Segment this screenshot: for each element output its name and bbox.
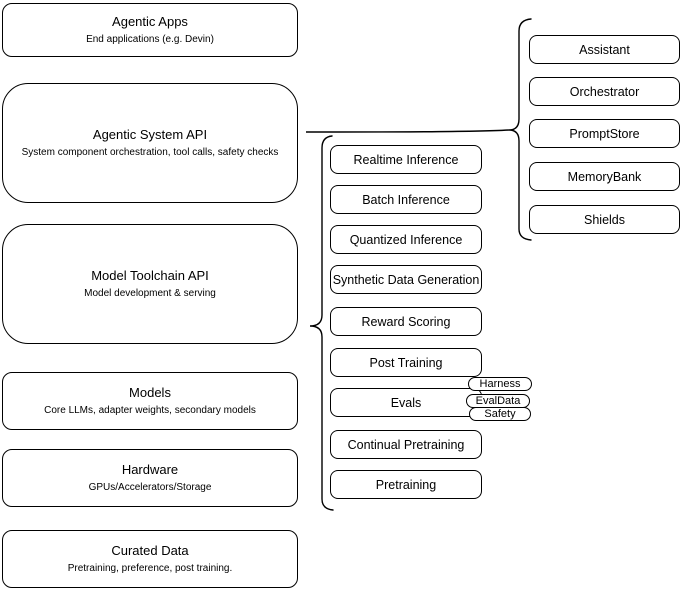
box-label: Post Training	[369, 355, 443, 370]
box-label: Assistant	[579, 42, 630, 57]
box-orchestrator: Orchestrator	[529, 77, 680, 106]
box-label: Quantized Inference	[349, 232, 463, 247]
pill-label: EvalData	[475, 395, 521, 407]
pill-label: Safety	[484, 408, 516, 420]
box-label: MemoryBank	[567, 169, 642, 184]
box-pretraining: Pretraining	[330, 470, 482, 499]
box-title: Agentic System API	[92, 127, 208, 142]
box-label: Batch Inference	[362, 192, 450, 207]
box-batch-inference: Batch Inference	[330, 185, 482, 214]
box-label: Realtime Inference	[353, 152, 459, 167]
box-assistant: Assistant	[529, 35, 680, 64]
right-column-brace	[508, 18, 532, 241]
box-post-training: Post Training	[330, 348, 482, 377]
box-subtitle: Core LLMs, adapter weights, secondary mo…	[44, 405, 256, 416]
box-reward-scoring: Reward Scoring	[330, 307, 482, 336]
box-evals: Evals	[330, 388, 482, 417]
box-agentic-apps: Agentic Apps End applications (e.g. Devi…	[2, 3, 298, 57]
pill-evaldata: EvalData	[466, 394, 530, 408]
box-label: Evals	[390, 395, 422, 410]
box-subtitle: End applications (e.g. Devin)	[86, 34, 214, 45]
box-title: Models	[129, 385, 171, 400]
box-realtime-inference: Realtime Inference	[330, 145, 482, 174]
box-agentic-system-api: Agentic System API System component orch…	[2, 83, 298, 203]
box-subtitle: Pretraining, preference, post training.	[67, 563, 233, 574]
box-subtitle: GPUs/Accelerators/Storage	[88, 482, 212, 493]
box-label: Synthetic Data Generation	[332, 272, 480, 287]
pill-safety: Safety	[469, 407, 531, 421]
box-title: Agentic Apps	[112, 14, 188, 29]
box-quantized-inference: Quantized Inference	[330, 225, 482, 254]
box-models: Models Core LLMs, adapter weights, secon…	[2, 372, 298, 430]
box-hardware: Hardware GPUs/Accelerators/Storage	[2, 449, 298, 507]
box-title: Hardware	[121, 462, 179, 477]
box-model-toolchain-api: Model Toolchain API Model development & …	[2, 224, 298, 344]
box-curated-data: Curated Data Pretraining, preference, po…	[2, 530, 298, 588]
box-shields: Shields	[529, 205, 680, 234]
box-label: PromptStore	[569, 126, 640, 141]
box-subtitle: Model development & serving	[84, 288, 216, 299]
pill-harness: Harness	[468, 377, 532, 391]
box-promptstore: PromptStore	[529, 119, 680, 148]
box-label: Reward Scoring	[361, 314, 451, 329]
box-title: Curated Data	[111, 543, 189, 558]
box-label: Pretraining	[375, 477, 437, 492]
agentic-system-to-right-brace-line	[305, 129, 510, 133]
box-subtitle: System component orchestration, tool cal…	[21, 147, 279, 158]
box-label: Shields	[584, 212, 625, 227]
box-title: Model Toolchain API	[91, 268, 209, 283]
box-label: Continual Pretraining	[347, 437, 465, 452]
box-continual-pretraining: Continual Pretraining	[330, 430, 482, 459]
box-synthetic-data-generation: Synthetic Data Generation	[330, 265, 482, 294]
box-memorybank: MemoryBank	[529, 162, 680, 191]
pill-label: Harness	[479, 378, 521, 390]
box-label: Orchestrator	[569, 84, 640, 99]
